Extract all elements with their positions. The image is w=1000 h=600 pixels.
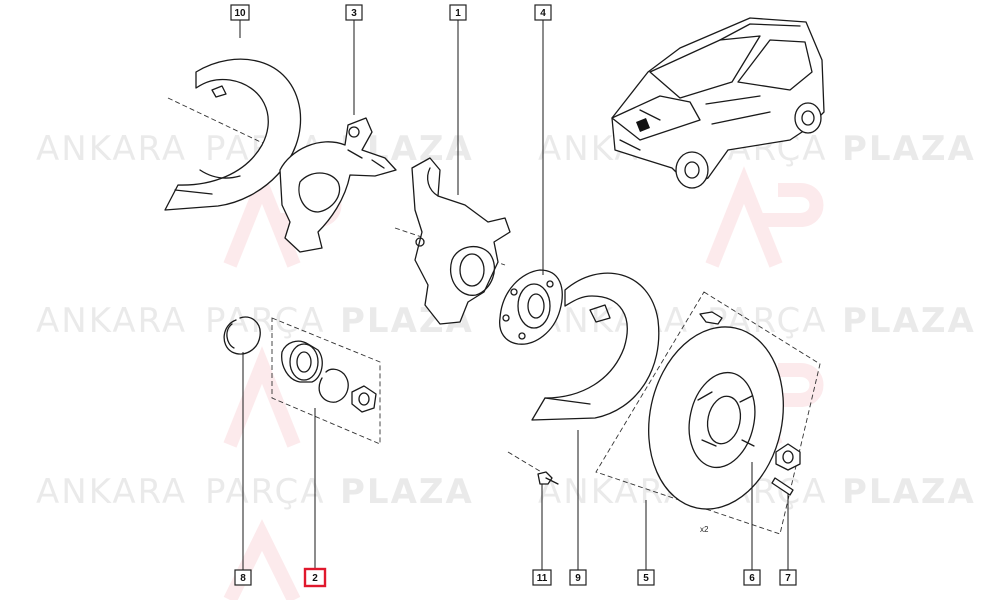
callout-6[interactable]: 6	[743, 569, 761, 586]
callout-8[interactable]: 8	[234, 569, 252, 586]
wheel-hub	[499, 269, 563, 345]
watermark-text: PARÇA	[205, 472, 326, 512]
callout-label: 10	[234, 8, 246, 19]
callout-label: 1	[455, 8, 461, 19]
callout-label: 2	[312, 573, 318, 584]
watermark-text: ANKARA	[36, 472, 187, 512]
callout-1[interactable]: 1	[449, 4, 467, 21]
watermark-text: ANKARA	[538, 301, 689, 341]
wheel-bearing-kit	[271, 317, 381, 445]
leader-lines	[239, 20, 789, 570]
watermark-text: PLAZA	[842, 472, 976, 512]
callout-label: 4	[540, 8, 546, 19]
callout-10[interactable]: 10	[230, 4, 250, 21]
watermark-text: ANKARA	[36, 301, 187, 341]
dust-shield-lower	[531, 272, 660, 421]
callout-label: 11	[537, 573, 548, 584]
callout-2[interactable]: 2	[303, 567, 327, 588]
callout-label: 5	[643, 573, 649, 584]
quantity-mark: x2	[700, 525, 709, 534]
callout-label: 8	[240, 573, 246, 584]
callout-7[interactable]: 7	[779, 569, 797, 586]
callout-label: 7	[785, 573, 791, 584]
brake-disc-assembly: x2	[595, 291, 821, 535]
dust-shield-upper	[164, 58, 302, 211]
hub-nut-icon	[775, 443, 801, 471]
vehicle-illustration	[611, 17, 825, 189]
callout-5[interactable]: 5	[637, 569, 655, 586]
watermark-text: PARÇA	[205, 301, 326, 341]
wheel-location-marker	[636, 118, 650, 132]
watermark-text: ANKARA	[36, 129, 187, 169]
callout-3[interactable]: 3	[345, 4, 363, 21]
callout-label: 6	[749, 573, 755, 584]
watermark-text: PLAZA	[842, 301, 976, 341]
caliper-bolt-icon	[699, 311, 723, 325]
callout-4[interactable]: 4	[534, 4, 552, 21]
steering-knuckle-rear	[279, 117, 397, 253]
watermark-text: PLAZA	[340, 472, 474, 512]
callout-label: 9	[575, 573, 581, 584]
steering-knuckle-front	[411, 157, 511, 325]
callout-9[interactable]: 9	[569, 569, 587, 586]
disc-screw-icon	[771, 477, 794, 496]
callout-11[interactable]: 11	[532, 569, 552, 586]
watermark-text: PLAZA	[842, 129, 976, 169]
shield-bolt	[537, 471, 559, 485]
circlip	[223, 316, 261, 355]
callout-label: 3	[351, 8, 357, 19]
